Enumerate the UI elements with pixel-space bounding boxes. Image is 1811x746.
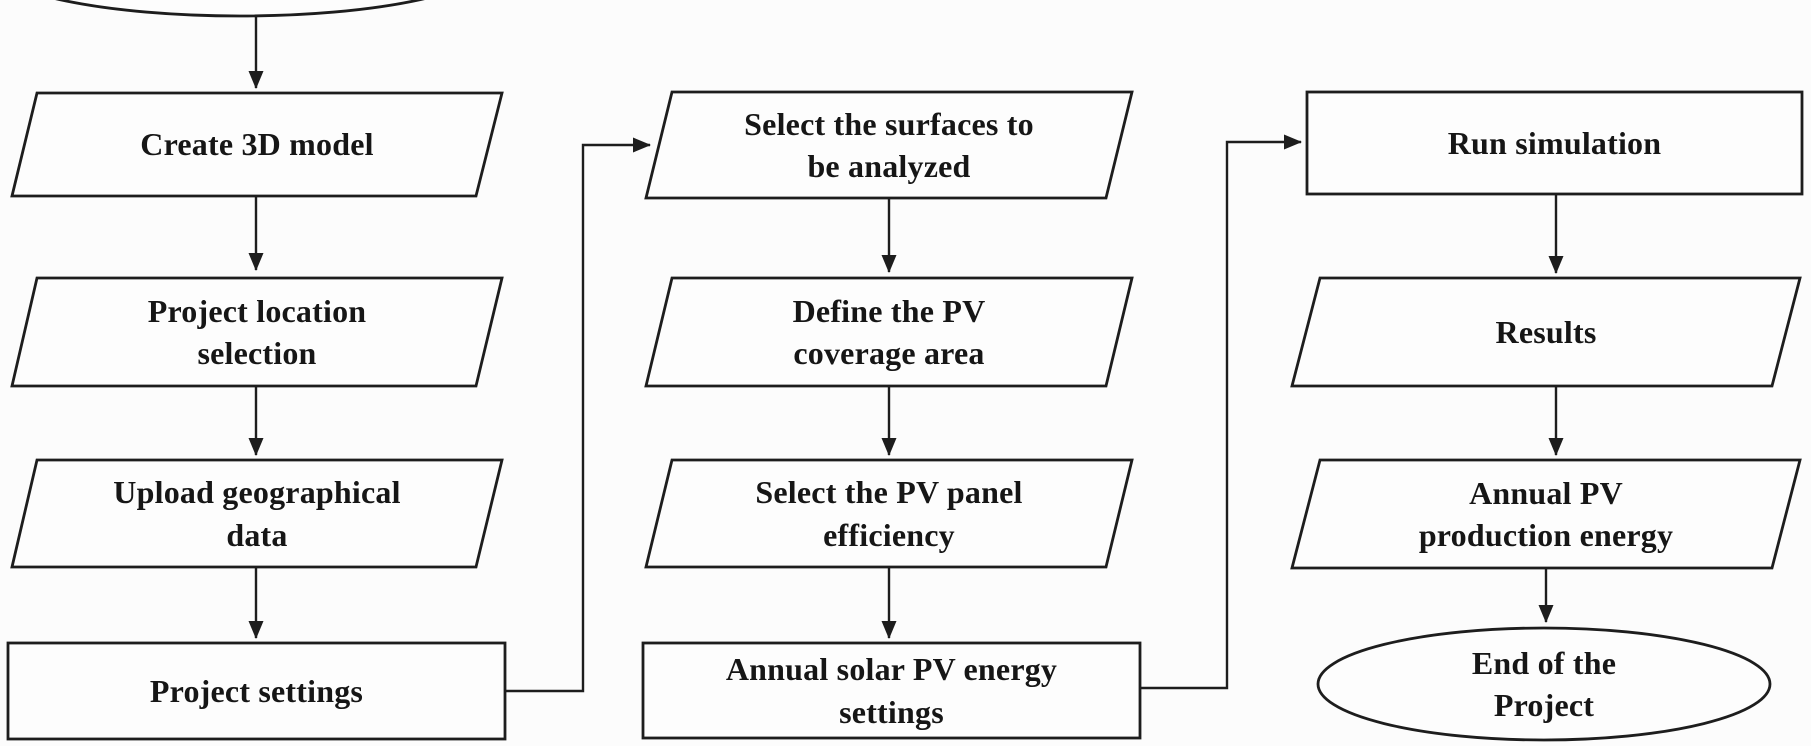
node-shape-upload-geographical-data <box>10 458 504 569</box>
node-shape-run-simulation <box>1305 90 1804 196</box>
edge-project-settings-select-surfaces <box>505 137 651 693</box>
node-shape-project-location-selection <box>10 276 504 388</box>
node-shape-define-pv-coverage <box>644 276 1134 388</box>
node-shape-annual-solar-pv-energy-settings <box>641 641 1142 740</box>
edge-annual-solar-pv-energy-settings-run-simulation <box>1140 134 1302 690</box>
node-shape-results <box>1290 276 1802 388</box>
node-shape-select-surfaces <box>644 90 1134 200</box>
node-shape-select-pv-panel-efficiency <box>644 458 1134 569</box>
node-shape-end-of-project-terminator <box>1316 626 1772 742</box>
node-shape-create-3d-model <box>10 91 504 198</box>
node-shape-annual-pv-production-energy <box>1290 458 1802 570</box>
node-shape-project-settings <box>6 641 507 741</box>
node-shape-start-terminator <box>55 0 425 18</box>
